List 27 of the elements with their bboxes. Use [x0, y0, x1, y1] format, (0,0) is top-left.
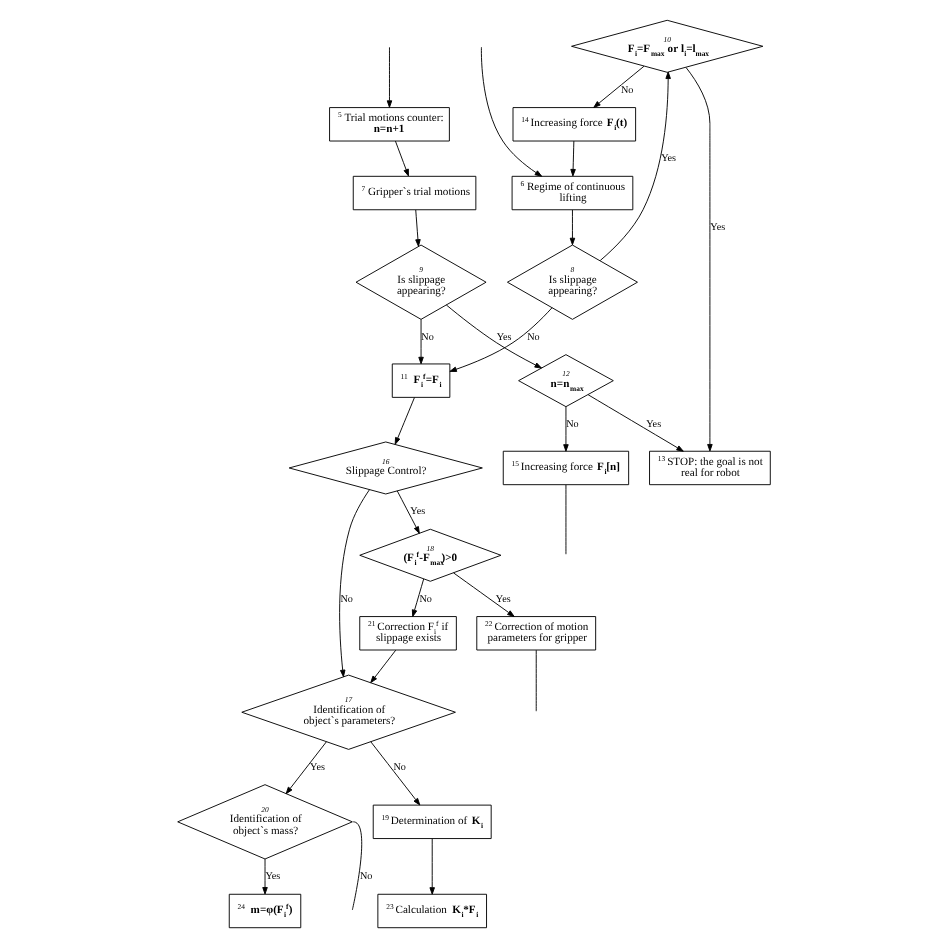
arrow [593, 65, 645, 108]
arrow [396, 490, 420, 534]
connector [351, 821, 363, 911]
arrow [415, 209, 421, 247]
arrow [429, 838, 435, 895]
arrow [386, 46, 393, 108]
arrow [685, 67, 713, 452]
arrow [411, 578, 425, 617]
arrow [285, 741, 327, 795]
connector [565, 484, 567, 555]
connector [535, 649, 537, 712]
arrow [394, 140, 409, 177]
arrow [449, 307, 553, 372]
arrow [569, 209, 576, 246]
arrow [370, 741, 421, 806]
arrow [480, 46, 543, 177]
arrow [599, 71, 671, 261]
arrow [370, 649, 397, 684]
arrow [453, 572, 515, 617]
arrow [570, 140, 576, 177]
arrow [262, 858, 268, 895]
arrow [418, 318, 424, 365]
arrow [339, 489, 370, 678]
arrow [445, 304, 542, 369]
arrow [587, 394, 684, 452]
arrow [394, 397, 415, 445]
arrow [563, 406, 569, 452]
